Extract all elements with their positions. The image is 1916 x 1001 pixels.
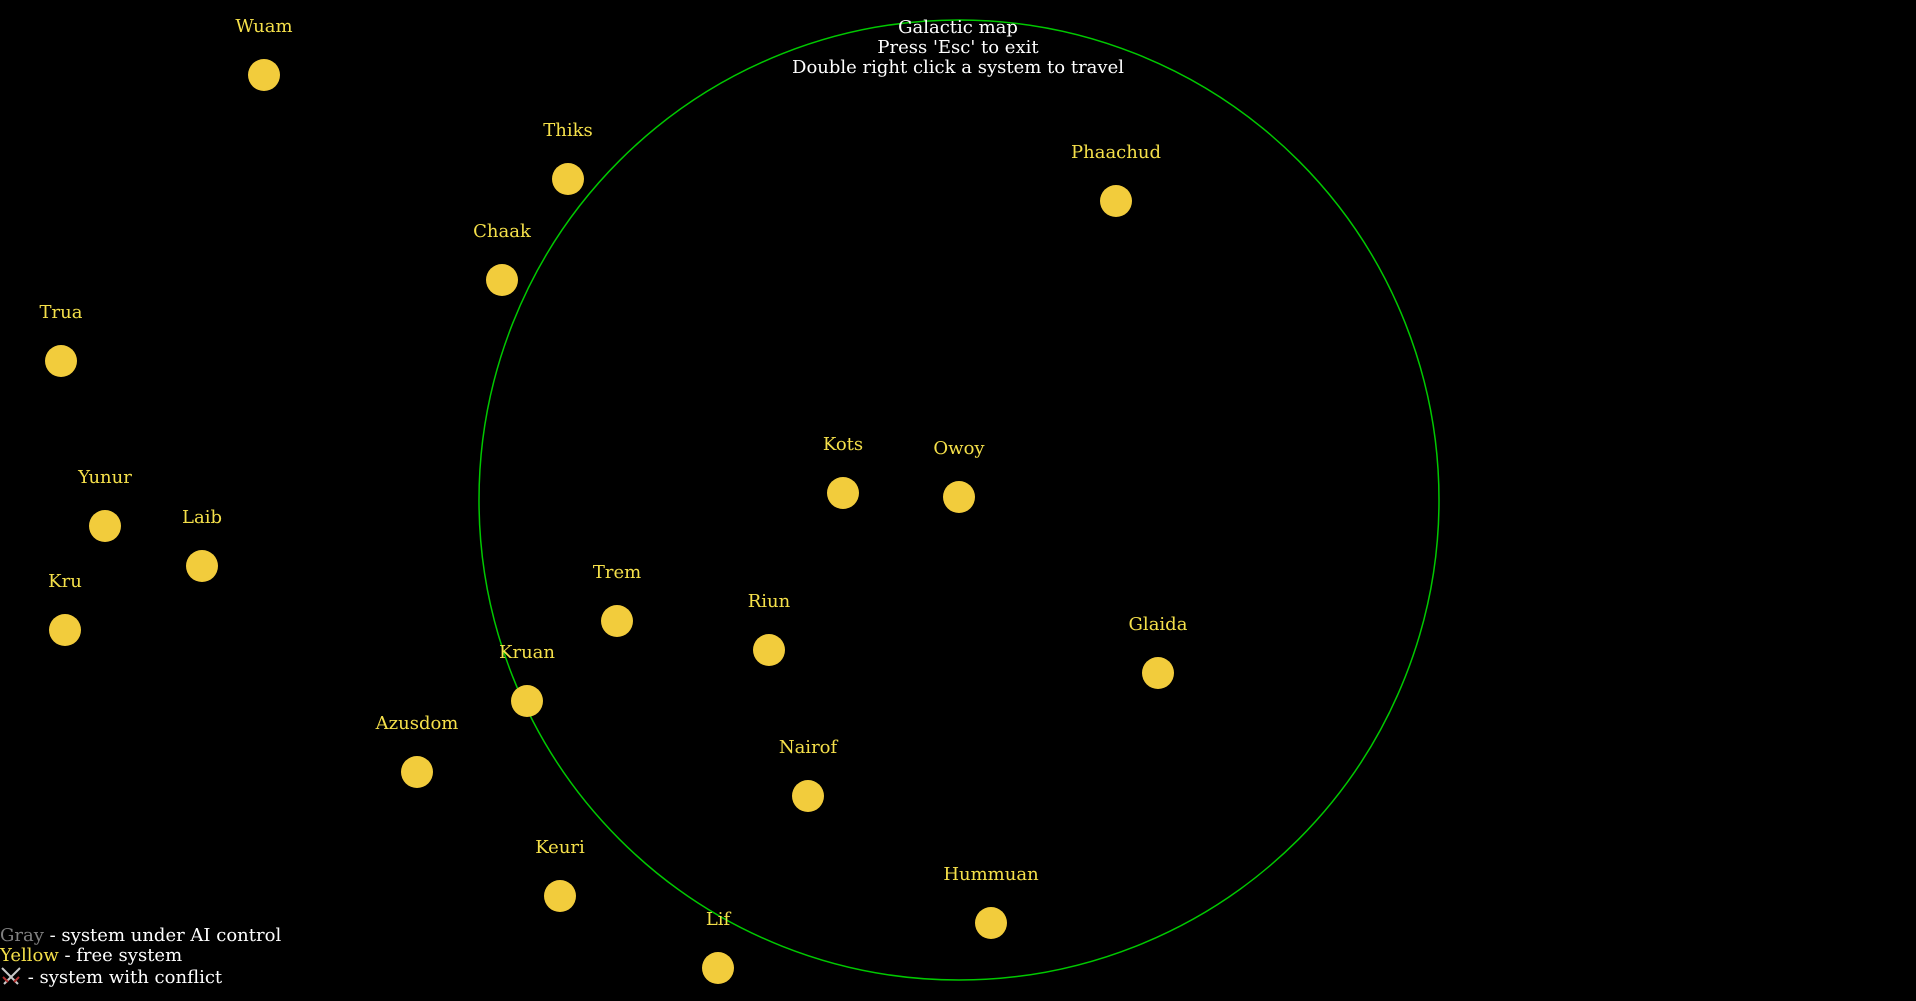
system-label: Riun (747, 591, 791, 612)
system-star[interactable] (702, 952, 734, 984)
system-label: Kruan (499, 642, 555, 663)
system-label: Phaachud (1071, 142, 1161, 163)
system-label: Wuam (235, 16, 293, 37)
system-star[interactable] (1142, 657, 1174, 689)
system-star[interactable] (401, 756, 433, 788)
system-star[interactable] (943, 481, 975, 513)
system-label: Yunur (78, 467, 132, 488)
system-label: Azusdom (375, 713, 459, 734)
system-star[interactable] (544, 880, 576, 912)
system-star[interactable] (552, 163, 584, 195)
system-star[interactable] (1100, 185, 1132, 217)
legend-yellow-desc: - free system (58, 945, 183, 966)
system-label: Trua (39, 302, 83, 323)
system-label: Keuri (535, 837, 585, 858)
map-title: Galactic map (898, 17, 1018, 38)
system-label: Trem (592, 562, 642, 583)
system-label: Chaak (473, 221, 531, 242)
system-star[interactable] (511, 685, 543, 717)
system-star[interactable] (486, 264, 518, 296)
system-star[interactable] (186, 550, 218, 582)
legend-gray-word: Gray (0, 925, 44, 946)
exit-hint: Press 'Esc' to exit (877, 37, 1039, 58)
system-star[interactable] (248, 59, 280, 91)
system-star[interactable] (792, 780, 824, 812)
system-star[interactable] (89, 510, 121, 542)
map-header: Galactic map Press 'Esc' to exit Double … (0, 18, 1916, 78)
system-star[interactable] (975, 907, 1007, 939)
system-star[interactable] (753, 634, 785, 666)
system-label: Nairof (778, 737, 838, 758)
system-label: Glaida (1128, 614, 1188, 635)
crossed-swords-icon (1, 967, 21, 985)
legend-yellow-word: Yellow (0, 945, 59, 966)
system-star[interactable] (601, 605, 633, 637)
system-label: Hummuan (943, 864, 1039, 885)
system-label: Laib (182, 507, 222, 528)
system-label: Thiks (543, 120, 593, 141)
system-label: Kots (822, 434, 864, 455)
system-label: Lif (705, 909, 731, 930)
travel-range-circle (478, 19, 1440, 981)
system-label: Kru (48, 571, 82, 592)
system-label: Owoy (933, 438, 985, 459)
map-legend: Gray - system under AI control Yellow - … (0, 926, 281, 988)
system-star[interactable] (45, 345, 77, 377)
legend-free-row: Yellow - free system (0, 946, 281, 966)
legend-conflict-desc: - system with conflict (22, 967, 223, 988)
travel-hint: Double right click a system to travel (792, 57, 1124, 78)
legend-conflict-row: - system with conflict (0, 966, 281, 988)
system-star[interactable] (49, 614, 81, 646)
system-star[interactable] (827, 477, 859, 509)
legend-gray-desc: - system under AI control (43, 925, 282, 946)
legend-ai-row: Gray - system under AI control (0, 926, 281, 946)
